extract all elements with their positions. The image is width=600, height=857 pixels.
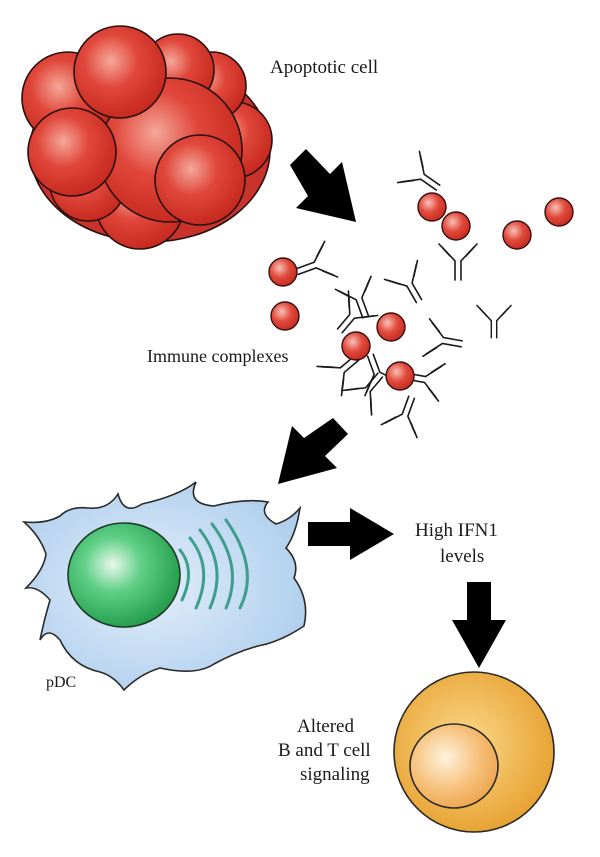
antibody-shape: [380, 390, 431, 439]
lymphocyte-nucleus: [409, 723, 499, 809]
altered-label-line3: signaling: [300, 764, 370, 785]
arrow-to-ifn1: [308, 508, 394, 560]
antibody-shape: [290, 240, 339, 291]
immune-complexes: [268, 150, 574, 439]
apoptotic-cell: [21, 25, 273, 250]
apoptotic-cell-label: Apoptotic cell: [270, 57, 378, 78]
antibody-shape: [383, 259, 437, 312]
arrow-to-lymphocyte: [452, 582, 506, 668]
lymphocyte-cell: [393, 671, 555, 833]
arrow-to-complexes: [290, 149, 356, 222]
ifn1-label-line1: High IFN1: [415, 520, 498, 541]
ifn1-label-line2: levels: [440, 546, 484, 567]
immune-complexes-label: Immune complexes: [147, 346, 288, 366]
altered-label-line1: Altered: [297, 716, 354, 737]
pdc-nucleus: [67, 522, 181, 628]
pdc-cell: [21, 481, 307, 692]
antibody-shape: [422, 318, 466, 364]
arrow-to-pdc: [278, 418, 348, 484]
pdc-label: pDC: [46, 674, 76, 691]
endoplasmic-reticulum: [178, 518, 249, 610]
antibody-shape: [476, 304, 512, 339]
altered-label-line2: B and T cell: [278, 740, 371, 761]
antibody-shape: [438, 243, 478, 281]
